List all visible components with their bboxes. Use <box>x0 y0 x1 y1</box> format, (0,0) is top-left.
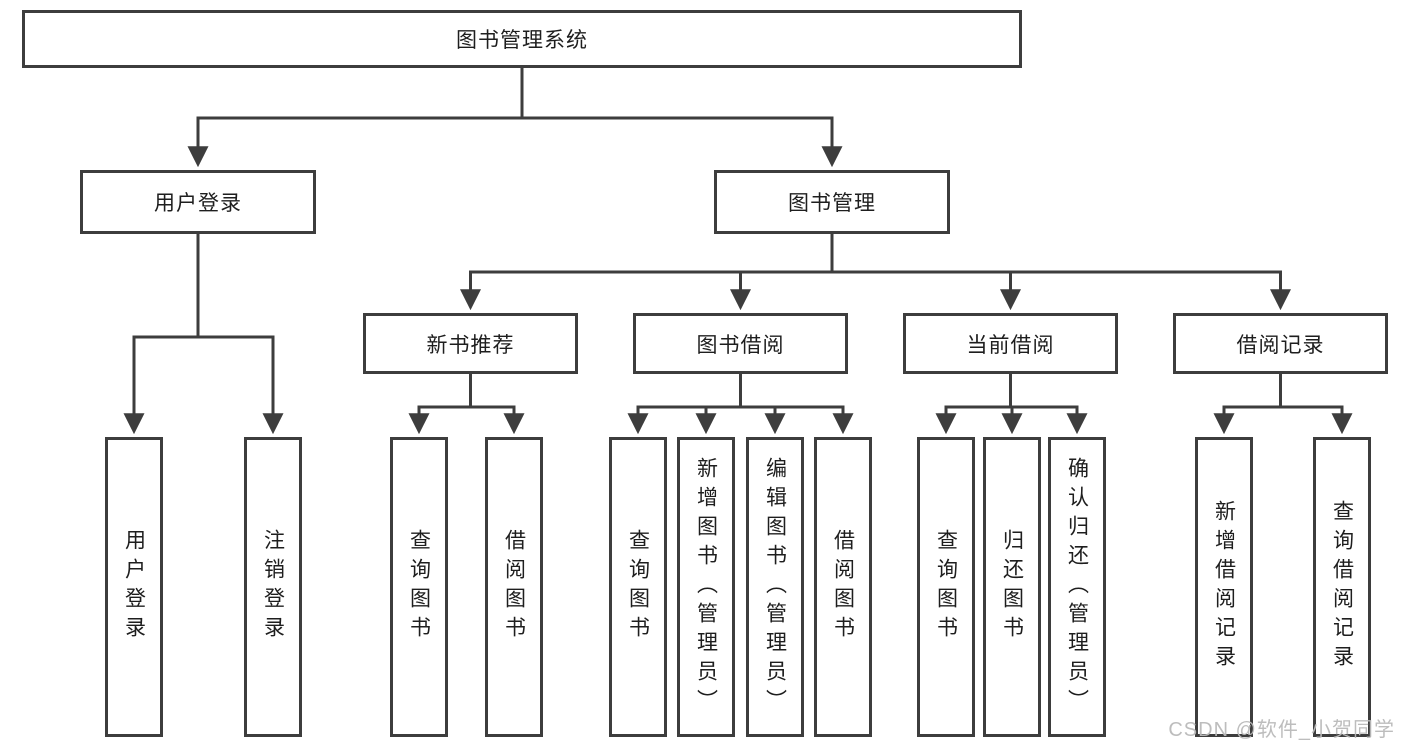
node-borrow-records-label: 借阅记录 <box>1236 333 1325 357</box>
node-leaf-bb-query-books: 查询图书 <box>609 437 667 737</box>
node-leaf-cb-confirm-return: 确认归还（管理员） <box>1048 437 1106 737</box>
node-leaf-bb-query-books-label: 查询图书 <box>626 529 650 645</box>
node-book-management-label: 图书管理 <box>788 192 876 215</box>
node-leaf-bb-borrow-books-label: 借阅图书 <box>831 529 855 645</box>
node-current-borrow: 当前借阅 <box>903 313 1118 374</box>
node-leaf-br-query-record: 查询借阅记录 <box>1313 437 1371 737</box>
node-leaf-user-login-label: 用户登录 <box>122 529 146 645</box>
node-leaf-bb-borrow-books: 借阅图书 <box>814 437 872 737</box>
node-new-book-recommend: 新书推荐 <box>363 313 578 374</box>
node-user-login-label: 用户登录 <box>154 192 242 215</box>
node-leaf-br-query-record-label: 查询借阅记录 <box>1330 500 1354 674</box>
node-leaf-cb-confirm-return-label: 确认归还（管理员） <box>1065 456 1089 718</box>
node-leaf-br-add-record-label: 新增借阅记录 <box>1212 500 1236 674</box>
node-current-borrow-label: 当前借阅 <box>966 333 1055 357</box>
node-leaf-cb-query-books-label: 查询图书 <box>934 529 958 645</box>
node-book-borrow-label: 图书借阅 <box>696 333 785 357</box>
node-leaf-rec-borrow-books-label: 借阅图书 <box>502 529 526 645</box>
node-book-borrow: 图书借阅 <box>633 313 848 374</box>
node-leaf-br-add-record: 新增借阅记录 <box>1195 437 1253 737</box>
node-leaf-bb-edit-books-label: 编辑图书（管理员） <box>763 456 787 718</box>
node-leaf-bb-edit-books: 编辑图书（管理员） <box>746 437 804 737</box>
csdn-watermark: CSDN @软件_小贺同学 <box>1168 719 1395 741</box>
node-leaf-user-login: 用户登录 <box>105 437 163 737</box>
node-leaf-cb-query-books: 查询图书 <box>917 437 975 737</box>
node-new-book-recommend-label: 新书推荐 <box>426 333 515 357</box>
node-borrow-records: 借阅记录 <box>1173 313 1388 374</box>
node-leaf-cb-return-books-label: 归还图书 <box>1000 529 1024 645</box>
node-leaf-bb-add-books-label: 新增图书（管理员） <box>694 456 718 718</box>
node-user-login: 用户登录 <box>80 170 316 234</box>
node-leaf-bb-add-books: 新增图书（管理员） <box>677 437 735 737</box>
node-leaf-cb-return-books: 归还图书 <box>983 437 1041 737</box>
node-root: 图书管理系统 <box>22 10 1022 68</box>
node-leaf-rec-borrow-books: 借阅图书 <box>485 437 543 737</box>
node-leaf-rec-query-books-label: 查询图书 <box>407 529 431 645</box>
node-leaf-rec-query-books: 查询图书 <box>390 437 448 737</box>
node-book-management: 图书管理 <box>714 170 950 234</box>
node-root-label: 图书管理系统 <box>456 29 588 52</box>
node-leaf-logout: 注销登录 <box>244 437 302 737</box>
node-leaf-logout-label: 注销登录 <box>261 529 285 645</box>
